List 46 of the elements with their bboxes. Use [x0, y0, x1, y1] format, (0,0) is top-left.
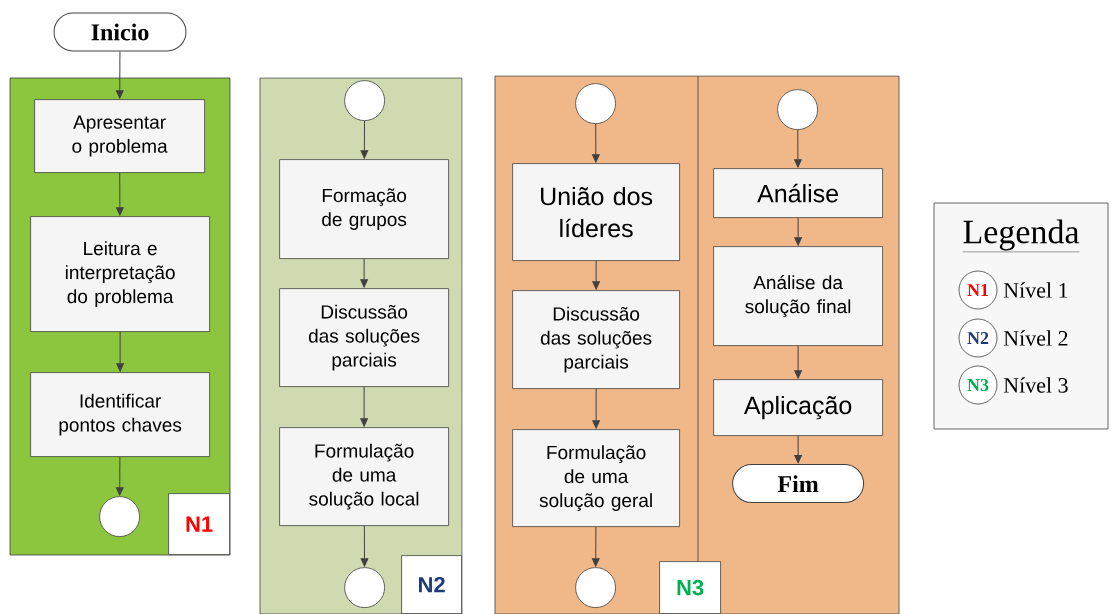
process-box: Análise da solução final — [713, 246, 883, 346]
connector-circle — [99, 496, 140, 537]
arrow — [360, 258, 368, 288]
level-tag: N1 — [168, 493, 230, 555]
process-box: União dos líderes — [512, 163, 680, 261]
process-box: Formulação de uma solução geral — [512, 429, 680, 527]
process-box: Formulação de uma solução local — [279, 427, 449, 526]
legend-text: Nível 2 — [1003, 330, 1068, 346]
legend-text: Nível 1 — [1003, 282, 1068, 298]
legend-title: Legenda — [962, 219, 1080, 253]
arrow — [592, 123, 600, 163]
process-box: Discussão das soluções parciais — [279, 288, 449, 387]
process-box: Identificar pontos chaves — [30, 372, 210, 457]
arrow — [116, 172, 124, 216]
arrow — [592, 388, 600, 429]
arrow — [360, 120, 369, 159]
arrow — [794, 345, 802, 379]
connector-circle — [575, 83, 616, 124]
process-box: Discussão das soluções parciais — [512, 290, 680, 389]
level-badge: N2 — [958, 318, 998, 358]
arrow — [794, 435, 802, 464]
arrow — [794, 129, 802, 168]
process-box: Aplicação — [713, 379, 883, 436]
connector-circle — [777, 89, 818, 130]
level-tag: N2 — [401, 555, 462, 614]
level-tag: N3 — [659, 561, 721, 614]
arrow — [116, 331, 124, 372]
arrow — [115, 456, 124, 496]
arrow — [592, 260, 600, 290]
connector-circle — [344, 567, 385, 608]
arrow — [794, 217, 802, 246]
arrow — [360, 525, 369, 567]
connector-circle — [575, 567, 616, 608]
process-box: Leitura e interpretação do problema — [30, 216, 210, 332]
arrow — [591, 526, 600, 567]
terminator-box: Fim — [732, 464, 865, 504]
process-box: Análise — [713, 168, 883, 218]
level-badge: N1 — [958, 270, 998, 310]
level-badge: N3 — [958, 365, 998, 405]
process-box: Formação de grupos — [279, 159, 449, 259]
legend-text: Nível 3 — [1003, 377, 1068, 393]
process-box: Apresentar o problema — [34, 99, 205, 173]
arrow — [360, 386, 368, 427]
connector-circle — [344, 80, 385, 121]
terminator-box: Inicio — [53, 12, 187, 52]
arrow — [115, 51, 124, 99]
